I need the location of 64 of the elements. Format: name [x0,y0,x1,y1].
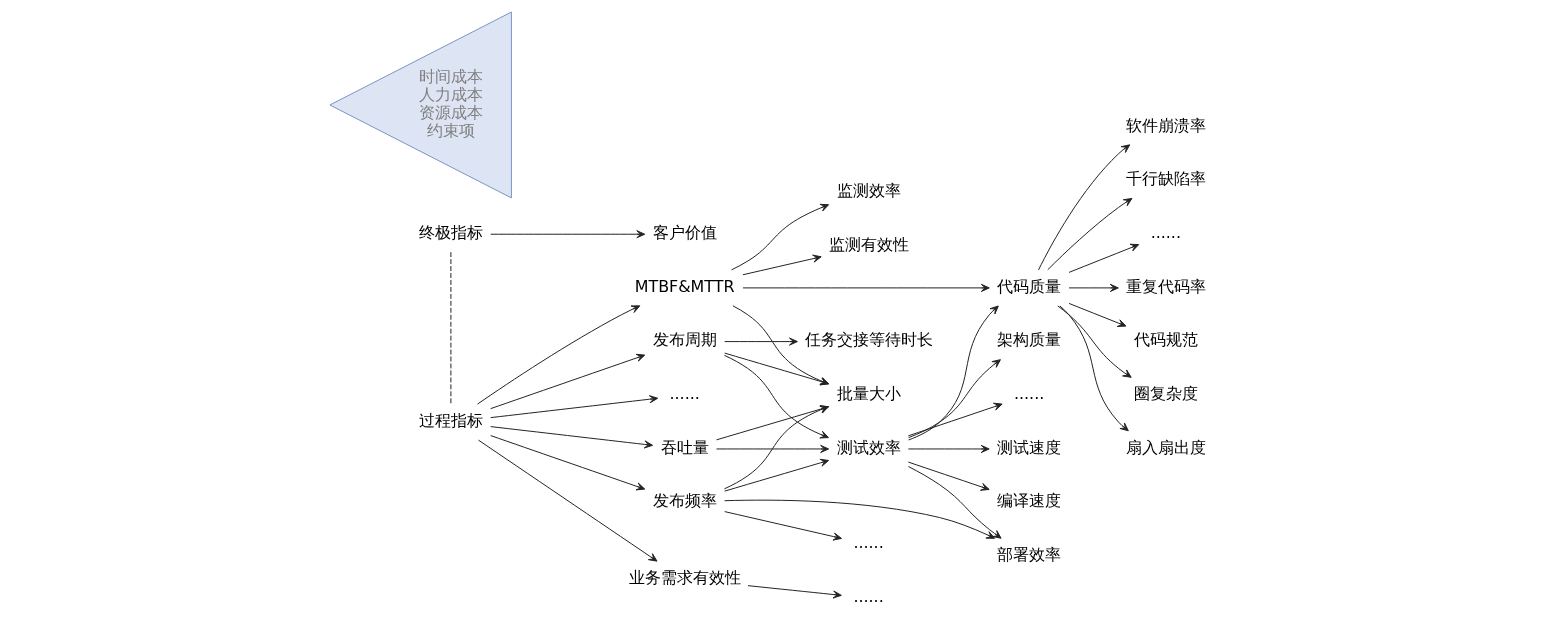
node-text: 代码规范 [1133,330,1198,350]
node-text: 部署效率 [996,545,1061,565]
node-text: ...... [1150,223,1181,242]
node-text: 监测效率 [836,181,901,201]
arrow [1056,305,1132,378]
arrow [723,354,829,439]
node-text: 千行缺陷率 [1125,169,1206,189]
node-text: 监测有效性 [828,234,909,254]
arrow [723,499,995,539]
node-text: 编译速度 [996,491,1061,511]
node-text: 发布周期 [652,330,717,350]
arrow [715,444,829,454]
arrow [723,352,829,386]
arrow [489,230,645,239]
arrow [715,405,829,441]
node-text: 客户价值 [652,223,717,242]
arrow [747,585,842,599]
arrow [907,461,990,491]
arrow [489,426,653,449]
node-text: MTBF&MTTR [634,276,735,296]
arrow [741,283,990,292]
arrow [907,305,999,441]
node-text: 批量大小 [836,384,901,404]
arrow [1037,144,1130,271]
arrow [723,511,842,541]
arrow [723,458,829,492]
arrow [477,439,657,562]
node-text: 代码质量 [996,276,1061,296]
node-text: ...... [1013,384,1044,404]
arrow [489,395,658,419]
node-text: 扇入扇出度 [1125,437,1206,457]
arrow [907,402,1003,437]
node-text: 过程指标 [418,410,483,430]
node-text: 任务交接等待时长 [804,330,933,350]
arrow [907,466,1002,539]
arrow [723,337,798,346]
node-text: 重复代码率 [1125,276,1206,296]
connector [449,251,451,405]
node-text: 业务需求有效性 [628,567,741,587]
arrow [489,435,645,491]
arrow [741,254,822,276]
node-text: 终极指标 [418,223,483,242]
node-text: 测试效率 [836,437,901,457]
arrow [730,203,829,271]
arrow [907,359,1001,439]
arrow [723,405,829,490]
node-text: 吞吐量 [660,437,709,457]
node-text: ...... [668,384,700,404]
arrow [1068,243,1139,273]
node-text: 发布频率 [652,491,717,511]
arrow [731,305,829,385]
node-text: 软件崩溃率 [1125,115,1206,135]
node-text: 测试速度 [996,437,1061,457]
node-text: 架构质量 [996,330,1061,350]
node-text: ...... [852,533,884,553]
node-text: ...... [852,586,884,606]
arrow [1058,305,1129,432]
arrow [907,444,990,454]
arrow [1068,302,1126,327]
arrow [476,305,640,405]
arrow [1046,197,1132,271]
arrow [1068,283,1119,292]
node-text: 圈复杂度 [1133,384,1198,404]
arrow [489,353,645,410]
